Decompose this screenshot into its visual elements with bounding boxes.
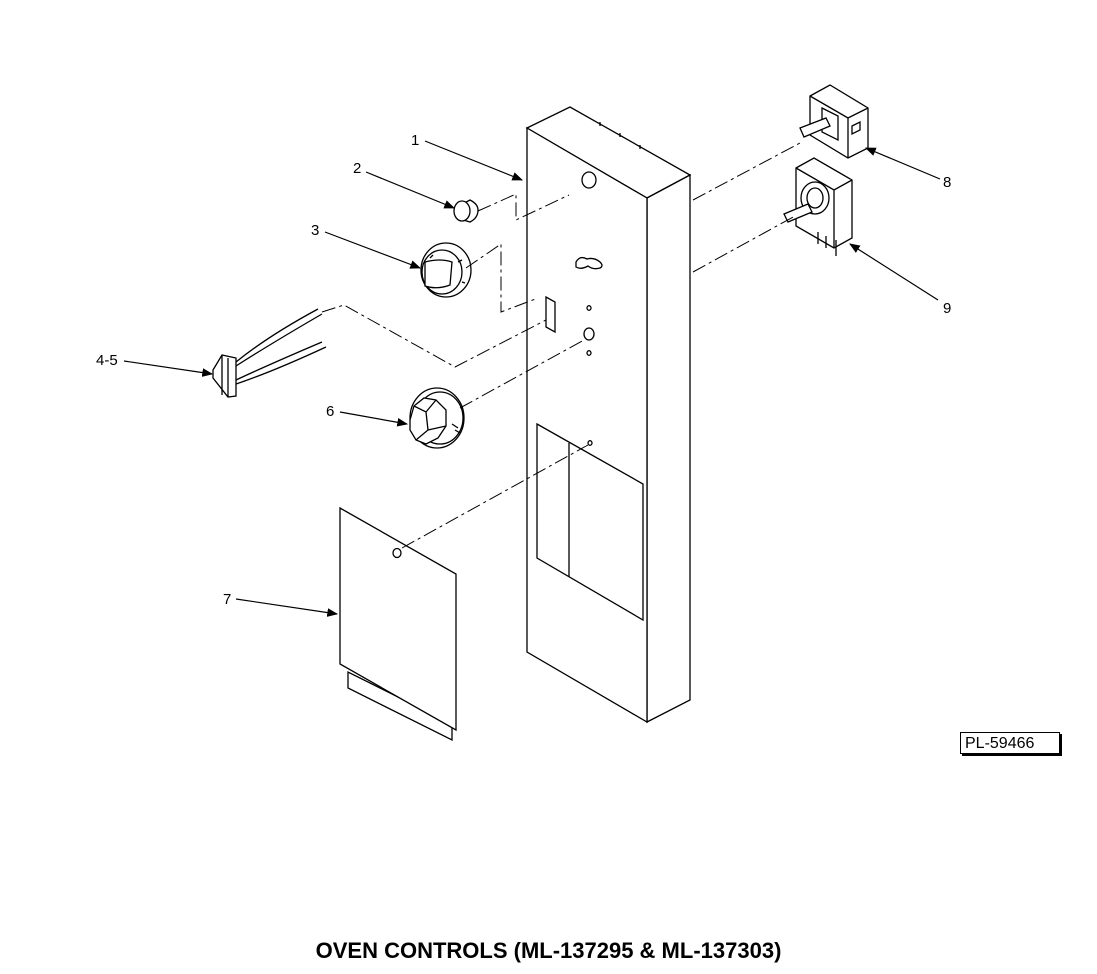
bezel-ring-part (420, 242, 472, 298)
page-title: OVEN CONTROLS (ML-137295 & ML-137303) (315, 938, 782, 963)
callout-9: 9 (943, 300, 951, 317)
assembly-lines (321, 142, 801, 549)
knob-shaft-cutout (575, 256, 603, 270)
callout-7: 7 (223, 591, 231, 608)
indicator-light-hole (581, 171, 597, 189)
callout-8: 8 (943, 174, 951, 191)
thermostat-part (783, 157, 853, 256)
control-knob-part (409, 387, 465, 449)
switch-slot (545, 295, 556, 334)
leader-lines (123, 140, 941, 617)
rocker-switch-part (212, 308, 327, 398)
access-cover-part (339, 506, 457, 742)
callout-3: 3 (311, 222, 319, 239)
indicator-lens-part (453, 199, 479, 223)
callout-6: 6 (326, 403, 334, 420)
infinite-switch-part (799, 84, 869, 159)
callout-1: 1 (411, 132, 419, 149)
access-opening (536, 422, 644, 622)
control-panel-housing (525, 106, 692, 724)
callout-4-5: 4-5 (96, 352, 118, 369)
drawing-reference-number: PL-59466 (960, 732, 1060, 754)
callout-2: 2 (353, 160, 361, 177)
